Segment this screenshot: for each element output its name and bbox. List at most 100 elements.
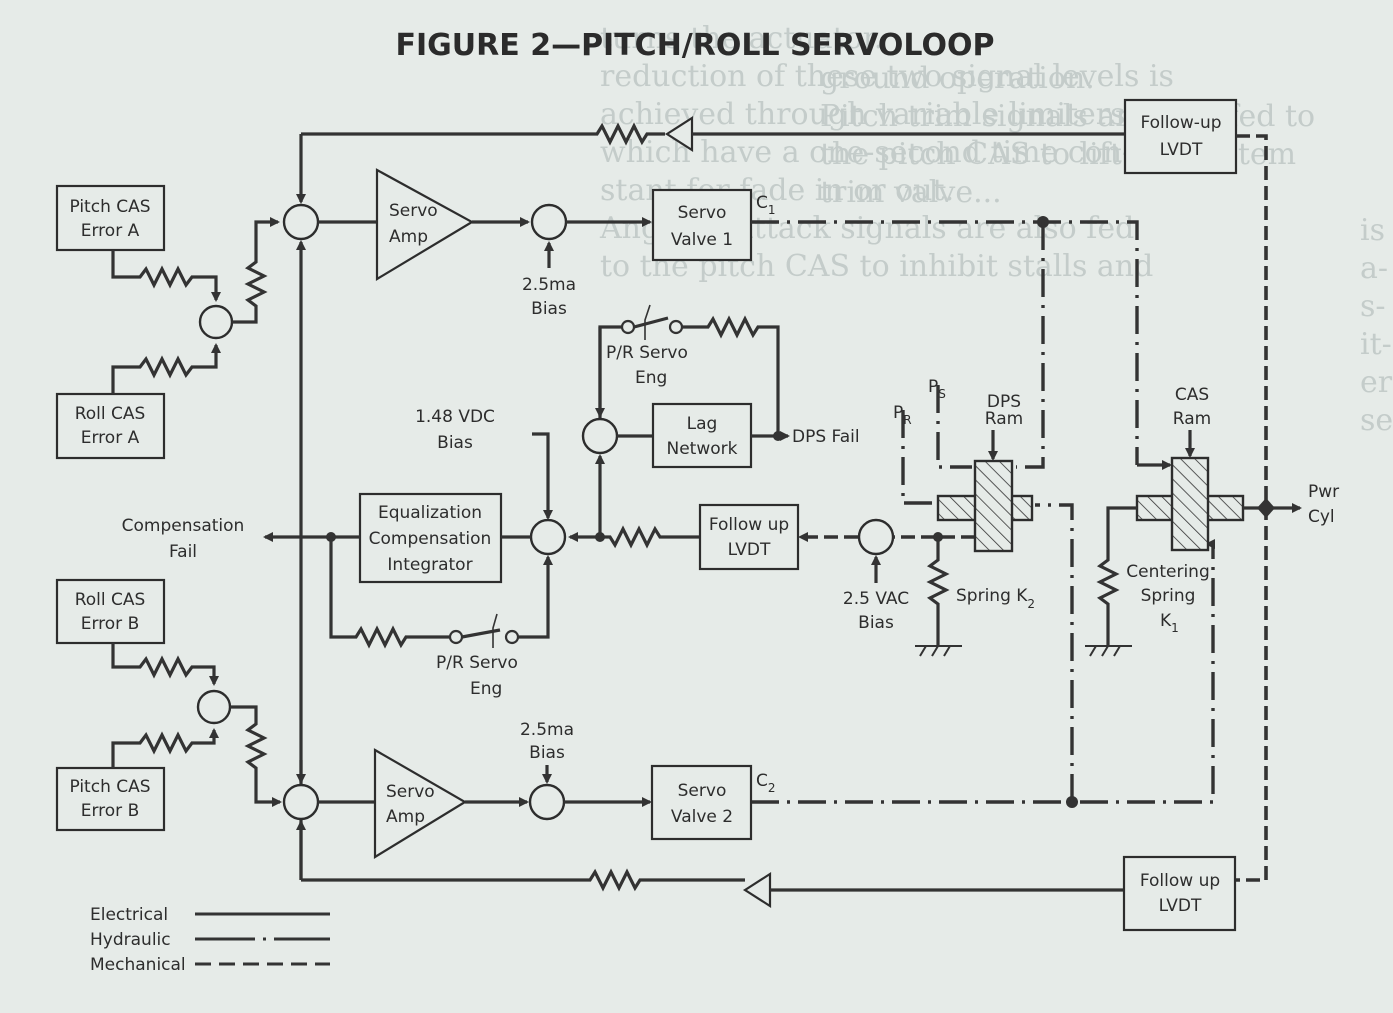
svg-text:Eng: Eng [635,368,667,388]
block-follow-up-lvdt-bottom: Follow up LVDT [1122,855,1237,932]
svg-text:Valve 2: Valve 2 [671,807,733,827]
svg-text:Error A: Error A [81,428,140,448]
dps-ram-body [973,459,1014,553]
ground-k2 [915,645,962,657]
label-dps-fail: DPS Fail [792,427,860,447]
hydraulic-c2-to-dps [1035,503,1074,802]
svg-text:Amp: Amp [389,227,428,247]
block-roll-cas-error-b: Roll CAS Error B [55,578,166,645]
label-pr: PR [893,403,912,427]
wire-switch-bottom-left [329,537,450,649]
svg-text:Bias: Bias [529,743,565,763]
buffer-amp-bottom [742,871,772,909]
label-pr-servo-eng-top: P/R Servo [606,343,688,363]
svg-text:Error B: Error B [81,801,140,821]
block-lag-network: Lag Network [651,402,753,469]
centering-spring-k1 [1096,506,1137,646]
ground-k1 [1085,645,1132,657]
servo-amp-1: Servo Amp [375,168,475,281]
servo-amp-2: Servo Amp [373,748,468,859]
svg-text:Pitch CAS: Pitch CAS [69,777,150,797]
svg-text:Bias: Bias [531,299,567,319]
wire-switch-top-right [682,315,780,436]
label-dps-ram: DPS [987,392,1021,412]
svg-text:Servo: Servo [678,781,727,801]
legend: Electrical Hydraulic Mechanical [90,905,330,975]
svg-text:Roll CAS: Roll CAS [75,590,146,610]
wire-error-a-to-main-summer [232,217,280,324]
summing-junction-bias-2 [528,783,566,821]
svg-text:Servo: Servo [678,203,727,223]
svg-text:Amp: Amp [386,807,425,827]
label-pwr-cyl: Pwr [1308,482,1339,502]
wire-bias-1-48vdc [532,432,553,520]
svg-text:Error A: Error A [81,221,140,241]
switch-blade-bottom [461,628,501,639]
svg-text:Cyl: Cyl [1308,507,1335,527]
svg-text:Fail: Fail [169,542,197,562]
label-compensation-fail: Compensation [122,516,245,536]
legend-label-mechanical: Mechanical [90,955,186,975]
cas-ram-body [1170,456,1210,552]
switch-actuator-bottom [492,613,498,648]
block-roll-cas-error-a: Roll CAS Error A [55,392,166,460]
label-c2: C2 [756,771,776,795]
switch-contact-top-1 [620,319,636,335]
label-pr-servo-eng-bottom: P/R Servo [436,653,518,673]
legend-label-electrical: Electrical [90,905,168,925]
label-ps: PS [928,377,946,401]
wire-pitch-a-resistor [111,250,221,302]
hydraulic-c1-to-dps [1016,222,1045,469]
hydraulic-ps-line [936,385,972,469]
wire-feedback-bottom [301,868,745,892]
spring-k2 [926,537,950,646]
legend-label-hydraulic: Hydraulic [90,930,171,950]
switch-contact-bottom-1 [448,629,464,645]
label-bias-2-5ma-bottom: 2.5ma [520,720,574,740]
switch-blade-top [633,316,669,329]
svg-text:Follow-up: Follow-up [1140,113,1221,133]
wire-roll-b-resistor [111,643,219,686]
switch-contact-bottom-2 [504,629,520,645]
svg-text:Lag: Lag [687,414,718,434]
buffer-amp-top [664,115,694,153]
label-bias-1-48vdc: 1.48 VDC [415,407,495,427]
svg-text:Equalization: Equalization [378,503,482,523]
label-cas-ram: CAS [1175,385,1209,405]
label-bias-2-5ma-top: 2.5ma [522,275,576,295]
block-servo-valve-1: Servo Valve 1 [651,188,753,262]
svg-text:Ram: Ram [1173,409,1211,429]
svg-text:LVDT: LVDT [1159,896,1202,916]
svg-text:Bias: Bias [437,433,473,453]
svg-text:Bias: Bias [858,613,894,633]
wire-lvdt-mid-to-eq [568,525,700,549]
svg-text:Follow up: Follow up [709,515,789,535]
block-follow-up-lvdt-mid: Follow up LVDT [698,503,800,571]
hydraulic-c2-line [751,542,1215,804]
svg-text:Compensation: Compensation [369,529,492,549]
summing-junction-equalization [529,518,567,556]
svg-text:Integrator: Integrator [387,555,472,575]
svg-text:Roll CAS: Roll CAS [75,404,146,424]
svg-text:Ram: Ram [985,409,1023,429]
switch-actuator-top [644,304,651,340]
switch-contact-top-2 [668,319,684,335]
summing-junction-lag [581,417,619,455]
svg-text:Network: Network [667,439,738,459]
junction-diamond-pwr [1257,498,1275,518]
block-follow-up-lvdt-top: Follow-up LVDT [1123,98,1238,175]
svg-text:Pitch CAS: Pitch CAS [69,197,150,217]
summing-junction-bias-1 [530,203,568,241]
wire-feedback-top [301,122,665,146]
svg-text:LVDT: LVDT [728,540,771,560]
svg-text:Follow up: Follow up [1140,871,1220,891]
block-equalization-compensation-integrator: Equalization Compensation Integrator [358,492,503,584]
label-c1: C1 [756,193,776,217]
summing-junction-top [282,203,320,241]
svg-text:K1: K1 [1160,611,1179,635]
summing-junction-error-a [198,304,234,340]
block-pitch-cas-error-a: Pitch CAS Error A [55,184,166,252]
label-bias-2-5vac: 2.5 VAC [843,589,909,609]
